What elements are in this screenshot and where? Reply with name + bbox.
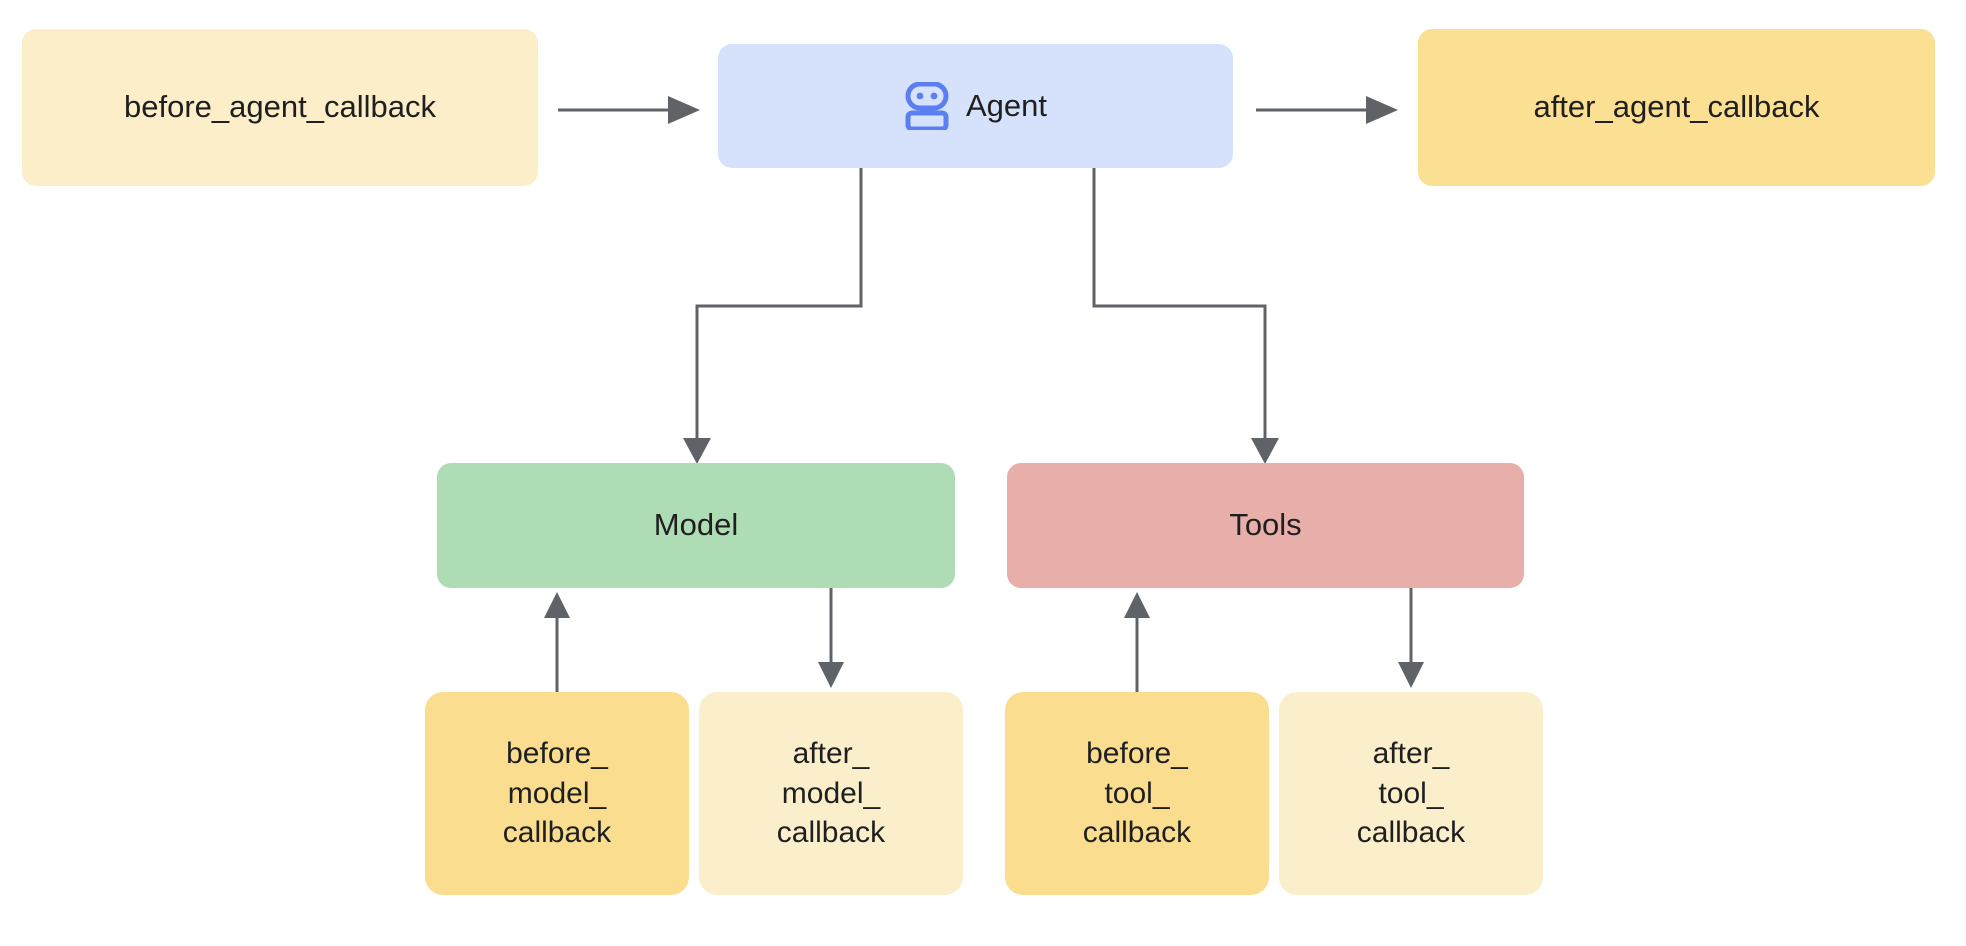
node-before-tool-callback[interactable]: before_ tool_ callback bbox=[1005, 692, 1269, 895]
edge-before-agent-to-agent bbox=[558, 96, 700, 124]
node-after-tool-callback[interactable]: after_ tool_ callback bbox=[1279, 692, 1543, 895]
node-after-agent-callback[interactable]: after_agent_callback bbox=[1418, 29, 1935, 186]
edge-tools-to-after-tool bbox=[1398, 588, 1424, 688]
node-tools-label: Tools bbox=[1229, 507, 1302, 543]
node-tools[interactable]: Tools bbox=[1007, 463, 1524, 588]
node-agent-label: Agent bbox=[965, 87, 1047, 123]
node-after-model-callback-label: after_ model_ callback bbox=[776, 737, 886, 850]
edge-model-to-after-model bbox=[818, 588, 844, 688]
edge-before-model-to-model bbox=[544, 592, 570, 692]
node-before-tool-callback-label: before_ tool_ callback bbox=[1082, 737, 1192, 850]
node-model[interactable]: Model bbox=[437, 463, 955, 588]
edge-agent-to-tools bbox=[1092, 168, 1279, 464]
node-after-tool-callback-label: after_ tool_ callback bbox=[1356, 737, 1466, 850]
node-agent[interactable]: Agent bbox=[718, 44, 1233, 168]
agent-content: Agent bbox=[904, 82, 1047, 130]
edge-before-tool-to-tools bbox=[1124, 592, 1150, 692]
node-before-agent-callback[interactable]: before_agent_callback bbox=[22, 29, 538, 186]
node-before-agent-callback-label: before_agent_callback bbox=[124, 89, 436, 125]
edge-agent-to-model bbox=[683, 168, 863, 464]
node-before-model-callback-label: before_ model_ callback bbox=[502, 737, 612, 850]
node-model-label: Model bbox=[653, 507, 739, 543]
node-before-model-callback[interactable]: before_ model_ callback bbox=[425, 692, 689, 895]
edge-agent-to-after-agent bbox=[1256, 96, 1398, 124]
robot-icon bbox=[904, 82, 950, 130]
node-after-model-callback[interactable]: after_ model_ callback bbox=[699, 692, 963, 895]
node-after-agent-callback-label: after_agent_callback bbox=[1533, 89, 1820, 125]
